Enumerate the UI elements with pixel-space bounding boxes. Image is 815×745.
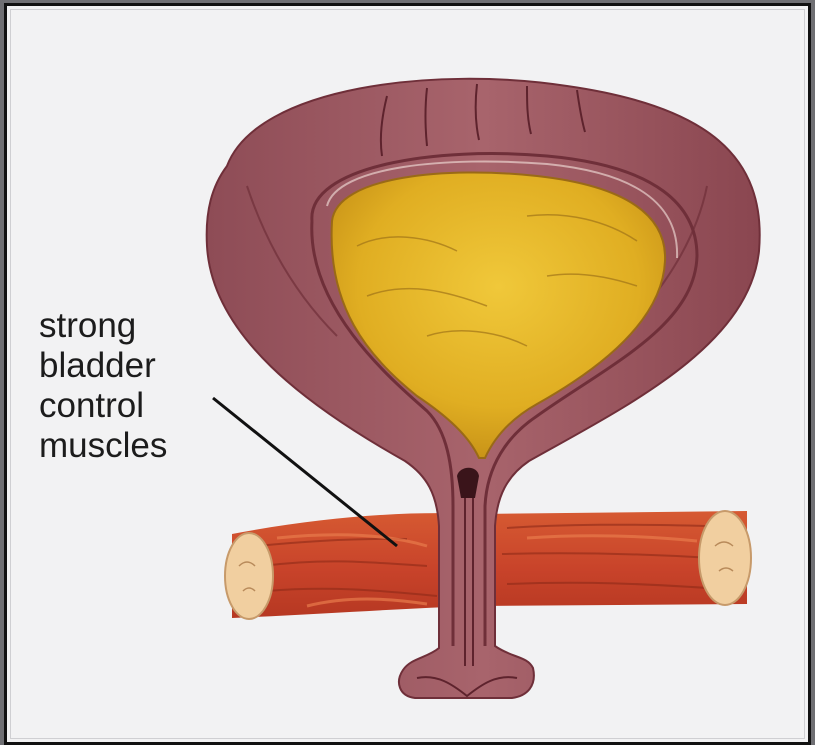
diagram-frame: strong bladder control muscles bbox=[4, 3, 811, 745]
label-line-1: strong bbox=[39, 306, 167, 346]
label-line-4: muscles bbox=[39, 426, 167, 466]
muscle-end-left bbox=[225, 533, 273, 619]
muscle-label: strong bladder control muscles bbox=[39, 306, 167, 466]
label-line-2: bladder bbox=[39, 346, 167, 386]
label-line-3: control bbox=[39, 386, 167, 426]
muscle-end-right bbox=[699, 511, 751, 605]
